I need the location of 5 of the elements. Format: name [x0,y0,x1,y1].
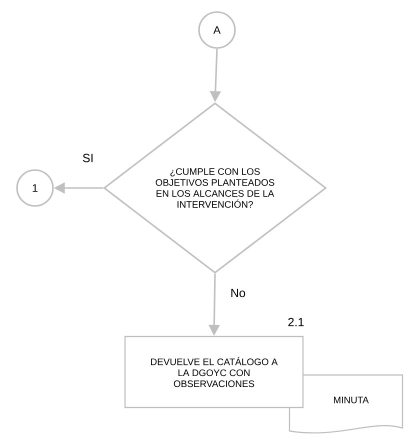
edge-label: No [229,288,247,298]
process-box: DEVUELVE EL CATÁLOGO A LA DGOYC CON OBSERVACIONES [124,336,304,408]
edge-label: SI [81,152,95,164]
document-label: MINUTA [334,396,369,404]
step-number: 2.1 [288,318,304,326]
